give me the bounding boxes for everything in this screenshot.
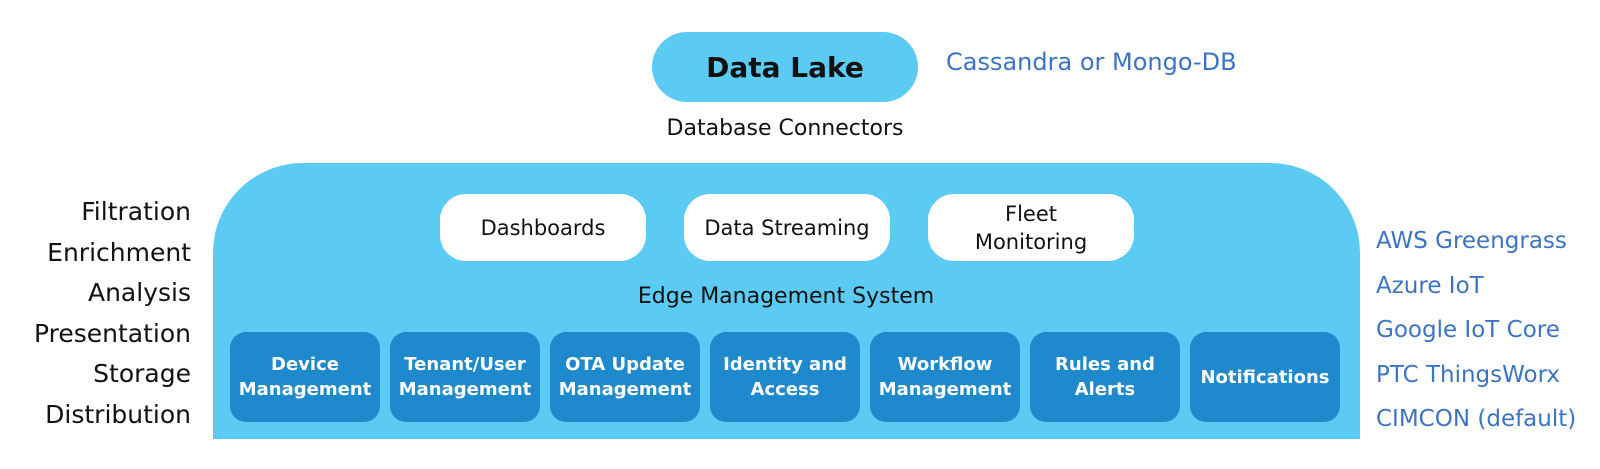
capability-item: Distribution [45, 399, 191, 429]
module-label: Tenant/User Management [398, 354, 532, 400]
capability-item: Filtration [81, 197, 191, 226]
platform-item: CIMCON (default) [1376, 406, 1577, 432]
module-rules-alerts: Rules and Alerts [1030, 332, 1180, 422]
module-label: Notifications [1200, 366, 1330, 388]
data-streaming-label: Data Streaming [704, 215, 870, 240]
module-ota-update-management: OTA Update Management [550, 332, 700, 422]
module-label: Identity and Access [723, 354, 847, 400]
module-tenant-user-management: Tenant/User Management [390, 332, 540, 422]
platform-list: AWS Greengrass Azure IoT Google IoT Core… [1376, 219, 1576, 442]
module-label: OTA Update Management [558, 354, 692, 400]
dashboards-node: Dashboards [440, 194, 646, 261]
module-label: Workflow Management [878, 354, 1012, 400]
fleet-monitoring-node: Fleet Monitoring [928, 194, 1134, 261]
platform-item: PTC ThingsWorx [1376, 361, 1561, 388]
capability-item: Enrichment [47, 237, 191, 267]
module-workflow-management: Workflow Management [870, 332, 1020, 422]
database-connectors-label: Database Connectors [666, 116, 904, 141]
module-label: Rules and Alerts [1055, 354, 1155, 400]
platform-item: Google IoT Core [1376, 317, 1560, 343]
capability-list: Filtration Enrichment Analysis Presentat… [0, 192, 191, 435]
module-notifications: Notifications [1190, 332, 1340, 422]
data-lake-node: Data Lake [652, 32, 918, 102]
capability-item: Storage [93, 359, 191, 388]
module-label: Device Management [238, 354, 372, 400]
module-identity-access: Identity and Access [710, 332, 860, 422]
platform-item: AWS Greengrass [1376, 228, 1567, 254]
data-lake-label: Data Lake [706, 50, 864, 84]
capability-item: Analysis [87, 278, 191, 307]
platform-item: Azure IoT [1376, 272, 1484, 299]
module-device-management: Device Management [230, 332, 380, 422]
capability-item: Presentation [33, 318, 191, 348]
edge-management-system-label: Edge Management System [637, 284, 935, 309]
fleet-monitoring-label: Fleet Monitoring [974, 201, 1088, 254]
dashboards-label: Dashboards [480, 215, 606, 240]
database-options-note: Cassandra or Mongo-DB [946, 48, 1237, 76]
data-streaming-node: Data Streaming [684, 194, 890, 261]
